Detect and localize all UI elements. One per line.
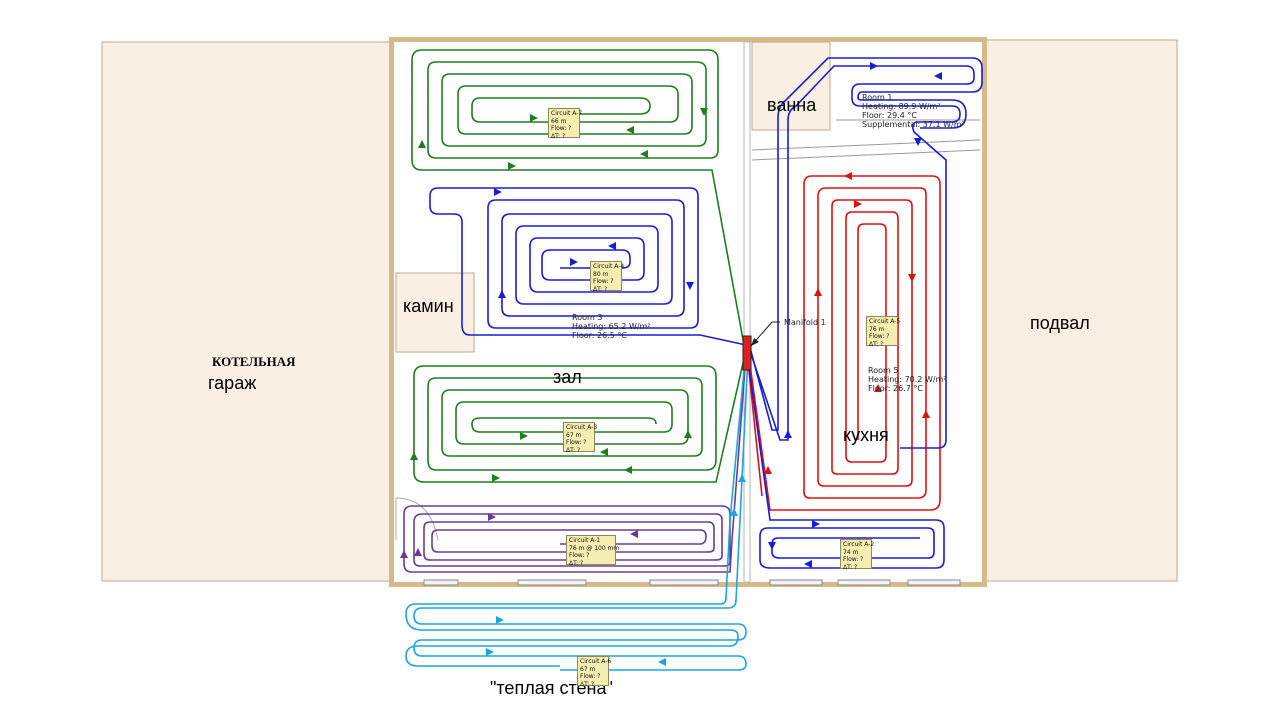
- kitchen-label: кухня: [843, 425, 889, 445]
- garage-title-label: КОТЕЛЬНАЯ: [212, 354, 296, 369]
- fireplace-block: [395, 272, 475, 353]
- circuit-a4-pipes: [429, 187, 747, 346]
- basement-label: подвал: [1030, 313, 1090, 333]
- hall-label: зал: [553, 367, 582, 387]
- circuit-a6-pipes: [405, 354, 749, 671]
- manifold-block: [742, 335, 752, 371]
- fireplace-label: камин: [403, 296, 454, 316]
- windows: [423, 579, 961, 586]
- circuit-a3-pipes: [413, 349, 747, 483]
- manifold-label: Manifold 1: [784, 318, 826, 327]
- room5-info: Room 5 Heating: 70.2 W/m² Floor: 26.7 °C: [868, 366, 947, 393]
- circuit-a2-pipes: [747, 359, 945, 569]
- room3-info: Room 3 Heating: 65.2 W/m² Floor: 26.5 °C: [572, 313, 651, 340]
- circuit-a7-pipes: [411, 49, 745, 346]
- garage-label: гараж: [208, 373, 257, 393]
- circuit-a5-pipes: [747, 175, 941, 511]
- partition-wall: [743, 41, 751, 583]
- bath-block: [751, 41, 831, 131]
- basement-zone: [985, 39, 1178, 582]
- house-interior: [394, 42, 982, 582]
- garage-zone: [101, 41, 393, 582]
- circuit-a1-pipes: [403, 354, 747, 573]
- room1-info: Room 1 Heating: 89.9 W/m² Floor: 29.4 °C…: [862, 93, 965, 129]
- circuit-room1-pipes: [747, 57, 983, 449]
- bath-label: ванна: [767, 95, 817, 115]
